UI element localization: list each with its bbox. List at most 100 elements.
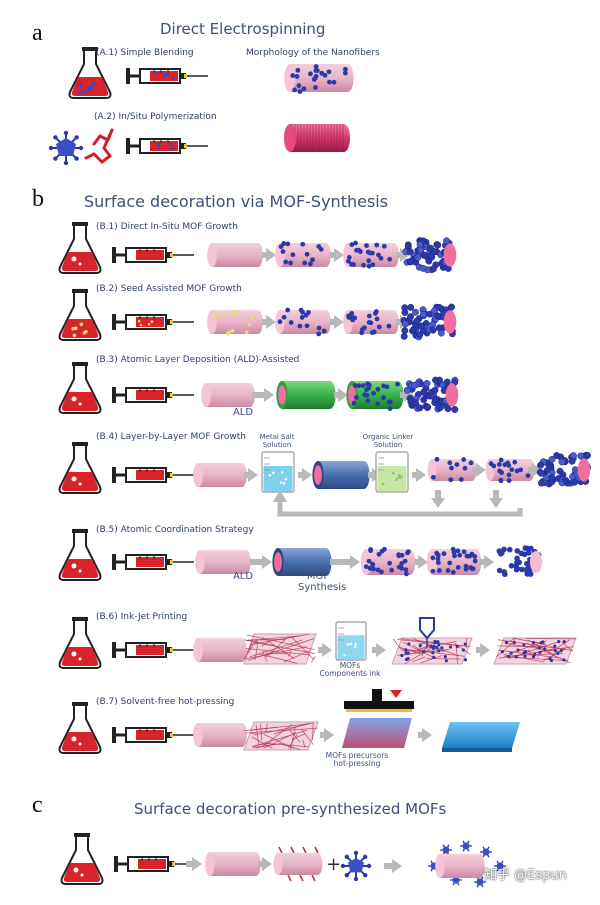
mof-film-b7: [442, 722, 520, 752]
ald-label-b5: ALD: [228, 572, 258, 583]
arrow-b7-1: [320, 728, 334, 742]
fiber-mat-b6-printed: [494, 638, 576, 664]
flask-icon-b1: [60, 222, 101, 273]
fiber-b1-mof-coated: [403, 237, 457, 272]
syringe-icon-b5: [112, 554, 194, 570]
fiber-mat-b6-printing: [392, 638, 472, 664]
arrow-b5-mof: [330, 555, 360, 569]
fiber-b5-mof-coated: [497, 545, 543, 577]
syringe-icon-b7: [112, 727, 194, 743]
fiber-b4-mof-coated: [537, 452, 591, 487]
syringe-icon-b4: [112, 467, 194, 483]
fiber-mat-b6: [244, 634, 316, 664]
beaker-metal-salt-icon: [262, 452, 294, 492]
step-label-b4: (B.4) Layer-by-Layer MOF Growth: [96, 432, 246, 442]
syringe-icon-b2: [112, 314, 194, 330]
fiber-mat-b7: [244, 722, 318, 750]
step-label-b5: (B.5) Atomic Coordination Strategy: [96, 525, 254, 535]
watermark: 知乎 @Espun: [484, 864, 567, 883]
fiber-b4-metal-coated: [312, 461, 369, 489]
beaker-organic-linker-icon: [376, 452, 408, 492]
mof-synthesis-label: MOF Synthesis: [298, 572, 338, 593]
fiber-b1-growth-2: [343, 241, 399, 269]
arrow-c-3: [384, 859, 402, 873]
section-b-title: Surface decoration via MOF-Synthesis: [84, 192, 388, 211]
fiber-blended-morphology: [284, 64, 353, 94]
flask-icon-b6: [60, 617, 101, 668]
arrow-b6-3: [476, 643, 490, 657]
flask-icon-b3: [60, 362, 101, 413]
flask-icon-b7: [60, 702, 101, 753]
step-label-b6: (B.6) Ink-Jet Printing: [96, 612, 187, 622]
arrow-b2-1: [262, 315, 276, 329]
arrow-b3-2: [334, 388, 348, 402]
fiber-c-bare: [205, 852, 261, 876]
step-label-b3: (B.3) Atomic Layer Deposition (ALD)-Assi…: [96, 355, 299, 365]
arrow-b1-2: [330, 248, 344, 262]
linker-molecule-icon-a2: [86, 130, 112, 162]
step-label-b1: (B.1) Direct In-Situ MOF Growth: [96, 222, 238, 232]
fiber-b7-bare: [193, 723, 247, 747]
flask-icon-b4: [60, 442, 101, 493]
fiber-b3-growth: [346, 381, 403, 411]
mof-particle-icon-c: [341, 851, 371, 881]
arrow-b5-4: [480, 555, 494, 569]
fiber-polymerized-morphology: [284, 124, 350, 152]
fiber-b1-growth-1: [275, 241, 331, 267]
down-arrow-b4-1: [431, 490, 445, 508]
panel-letter-c: c: [32, 792, 43, 819]
panel-letter-a: a: [32, 20, 43, 47]
arrow-b6-2: [372, 643, 386, 657]
fiber-b3-bare: [201, 383, 255, 407]
fiber-b3-ald-coated: [276, 381, 335, 409]
step-label-a2: (A.2) In/Situ Polymerization: [94, 112, 217, 122]
arrow-b2-2: [330, 315, 344, 329]
fiber-b2-seeded: [207, 309, 263, 335]
fiber-b4-layer-1: [428, 457, 477, 482]
panel-letter-b: b: [32, 186, 44, 213]
mof-particle-icon-a2: [49, 131, 83, 165]
arrow-b3-ald: [252, 388, 274, 402]
fiber-b5-growth-1: [361, 547, 415, 576]
syringe-icon-b3: [112, 387, 194, 403]
arrow-b5-3: [414, 555, 428, 569]
arrow-b4-2: [298, 468, 312, 482]
fiber-b6-bare: [193, 638, 247, 662]
arrow-b5-ald: [250, 555, 272, 569]
beaker-mofs-ink-icon: [336, 622, 366, 660]
syringe-icon-a2: [126, 138, 208, 154]
arrow-c-1: [186, 857, 202, 871]
step-label-a1: (A.1) Simple Blending: [96, 48, 194, 58]
syringe-icon-a1: [126, 68, 208, 84]
arrow-b4-4: [412, 468, 426, 482]
mofs-precursors-label: MOFs precursors hot-pressing: [322, 752, 392, 769]
arrow-b7-2: [418, 728, 432, 742]
step-label-b2: (B.2) Seed Assisted MOF Growth: [96, 284, 242, 294]
plus-sign: +: [326, 854, 341, 875]
syringe-icon-b1: [112, 247, 194, 263]
step-label-b7: (B.7) Solvent-free hot-pressing: [96, 697, 234, 707]
flask-icon-b5: [60, 529, 101, 580]
fiber-b4-bare: [193, 463, 247, 487]
section-c-title: Surface decoration pre-synthesized MOFs: [134, 800, 446, 818]
fiber-b2-mof-coated: [401, 304, 456, 340]
morphology-label: Morphology of the Nanofibers: [246, 48, 380, 58]
hot-press-icon: [342, 689, 414, 748]
fiber-b5-growth-2: [427, 547, 481, 575]
fiber-b2-growth-1: [275, 308, 331, 337]
mofs-ink-label: MOFs Components ink: [318, 662, 382, 679]
fiber-c-functionalized-core: [274, 853, 323, 875]
down-arrow-b4-2: [489, 490, 503, 508]
syringe-icon-c: [114, 856, 196, 872]
flask-icon-b2: [60, 289, 101, 340]
fiber-b4-layer-2: [486, 458, 535, 484]
fiber-b2-growth-2: [343, 309, 399, 335]
flask-icon-c: [62, 833, 103, 884]
section-a-title: Direct Electrospinning: [160, 20, 325, 38]
syringe-icon-b6: [112, 642, 194, 658]
fiber-c-decorated-core: [435, 854, 485, 878]
loop-arrow-b4: [273, 490, 520, 514]
arrow-b6-1: [318, 643, 332, 657]
